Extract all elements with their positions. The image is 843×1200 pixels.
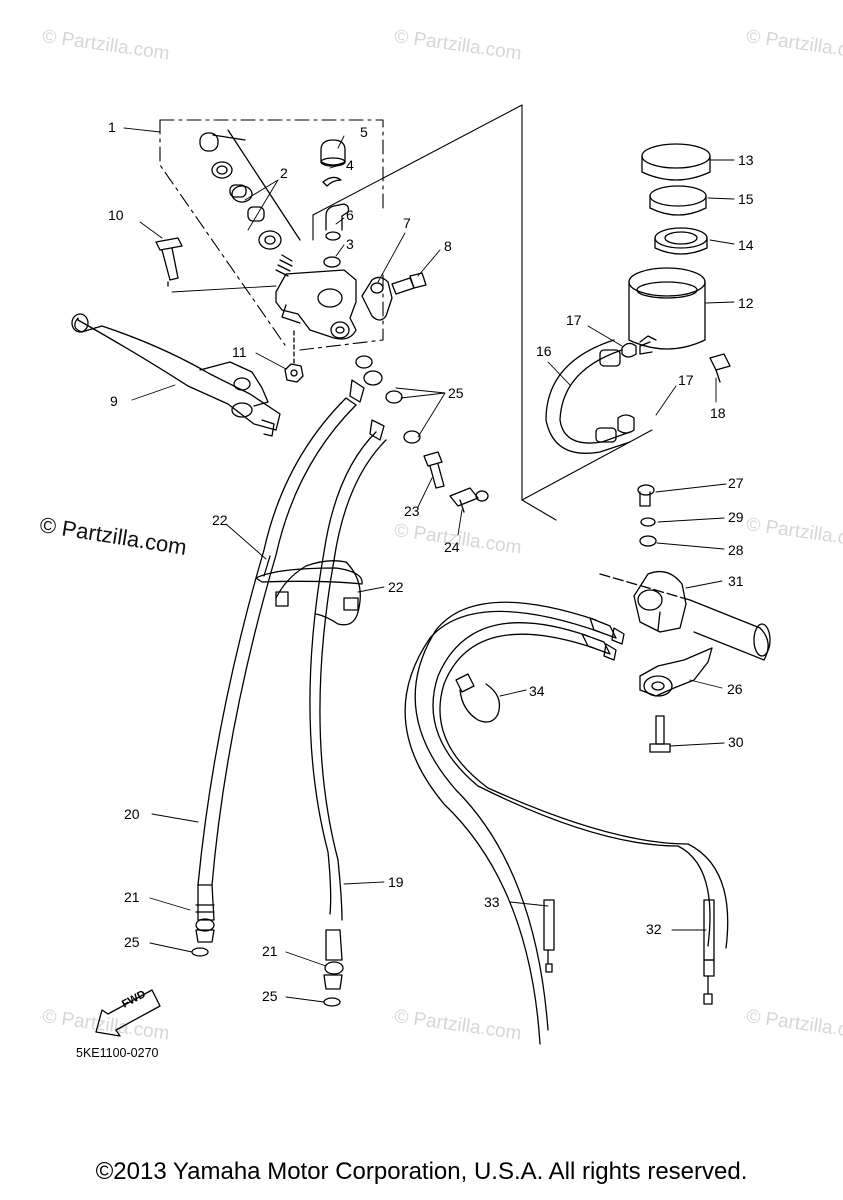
callout-23: 23 xyxy=(404,503,420,519)
handlebar-grip xyxy=(689,599,771,661)
callout-22-upper: 22 xyxy=(212,512,228,528)
brake-hose-19 xyxy=(309,419,387,1007)
throttle-cable-32 xyxy=(432,622,729,1005)
callout-13: 13 xyxy=(738,152,754,168)
piston-kit xyxy=(199,129,301,277)
callout-32: 32 xyxy=(646,921,662,937)
callout-21-left: 21 xyxy=(124,889,140,905)
master-cylinder-group-outline xyxy=(159,119,384,351)
bleed-screw-24 xyxy=(449,487,489,513)
callout-31: 31 xyxy=(728,573,744,589)
callout-19: 19 xyxy=(388,874,404,890)
callout-21-right: 21 xyxy=(262,943,278,959)
callout-17-upper: 17 xyxy=(566,312,582,328)
pivot-bolt-10 xyxy=(155,237,183,287)
callout-2: 2 xyxy=(280,165,288,181)
bolt-30 xyxy=(649,715,671,753)
plate-15 xyxy=(649,185,707,216)
callout-15: 15 xyxy=(738,191,754,207)
hose-clip-17b xyxy=(617,414,635,434)
reservoir-cap-13 xyxy=(641,143,711,181)
copyright-notice: ©2013 Yamaha Motor Corporation, U.S.A. A… xyxy=(95,1158,748,1185)
bolt-18 xyxy=(709,353,731,383)
callout-8: 8 xyxy=(444,238,452,254)
screw-27 xyxy=(637,484,655,507)
callout-12: 12 xyxy=(738,295,754,311)
diaphragm-14 xyxy=(654,227,708,255)
callout-17-lower: 17 xyxy=(678,372,694,388)
callout-22-lower: 22 xyxy=(388,579,404,595)
leader-lines xyxy=(123,127,735,1003)
hose-clip-17a xyxy=(621,342,637,358)
cable-clamp-34 xyxy=(455,673,501,723)
fwd-arrow-icon xyxy=(95,989,161,1037)
o-ring-3 xyxy=(323,256,341,268)
union-bolt-23 xyxy=(423,451,445,489)
reservoir-12 xyxy=(628,267,706,355)
holder-7 xyxy=(361,276,393,321)
callout-9: 9 xyxy=(110,393,118,409)
callout-25-top: 25 xyxy=(448,385,464,401)
washer-29 xyxy=(640,517,656,527)
diagram-reference-code: 5KE1100-0270 xyxy=(76,1046,159,1060)
reservoir-group-outline xyxy=(312,104,653,521)
holder-31 xyxy=(633,570,687,633)
lever-bracket-26 xyxy=(639,647,713,697)
callout-11: 11 xyxy=(232,344,247,360)
hose-clamp-22b xyxy=(275,560,361,626)
brake-lever-9 xyxy=(71,313,281,437)
callout-1: 1 xyxy=(108,119,116,135)
washer-28 xyxy=(639,535,657,547)
callout-6: 6 xyxy=(346,207,354,223)
callout-33: 33 xyxy=(484,894,500,910)
callout-7: 7 xyxy=(403,215,411,231)
callout-14: 14 xyxy=(738,237,754,253)
callout-18: 18 xyxy=(710,405,726,421)
callout-3: 3 xyxy=(346,236,354,252)
reservoir-hose-16 xyxy=(545,339,631,454)
callout-26: 26 xyxy=(727,681,743,697)
callout-5: 5 xyxy=(360,124,368,140)
master-cylinder-body xyxy=(275,269,357,340)
throttle-cable-33 xyxy=(404,601,625,1045)
callout-34: 34 xyxy=(529,683,545,699)
callout-16: 16 xyxy=(536,343,552,359)
callout-25-left: 25 xyxy=(124,934,140,950)
callout-30: 30 xyxy=(728,734,744,750)
callout-10: 10 xyxy=(108,207,124,223)
brake-hose-20 xyxy=(191,379,365,957)
hose-clamp-22a xyxy=(255,555,363,585)
callout-4: 4 xyxy=(346,157,354,173)
bolt-8 xyxy=(391,272,427,295)
fitting-6 xyxy=(325,203,350,241)
callout-28: 28 xyxy=(728,542,744,558)
callout-29: 29 xyxy=(728,509,744,525)
callout-25-right: 25 xyxy=(262,988,278,1004)
callout-27: 27 xyxy=(728,475,744,491)
clip-4 xyxy=(322,176,342,187)
callout-20: 20 xyxy=(124,806,140,822)
callout-24: 24 xyxy=(444,539,460,555)
nut-11 xyxy=(284,363,304,383)
washers-25 xyxy=(355,355,421,444)
cap-5 xyxy=(320,139,346,167)
